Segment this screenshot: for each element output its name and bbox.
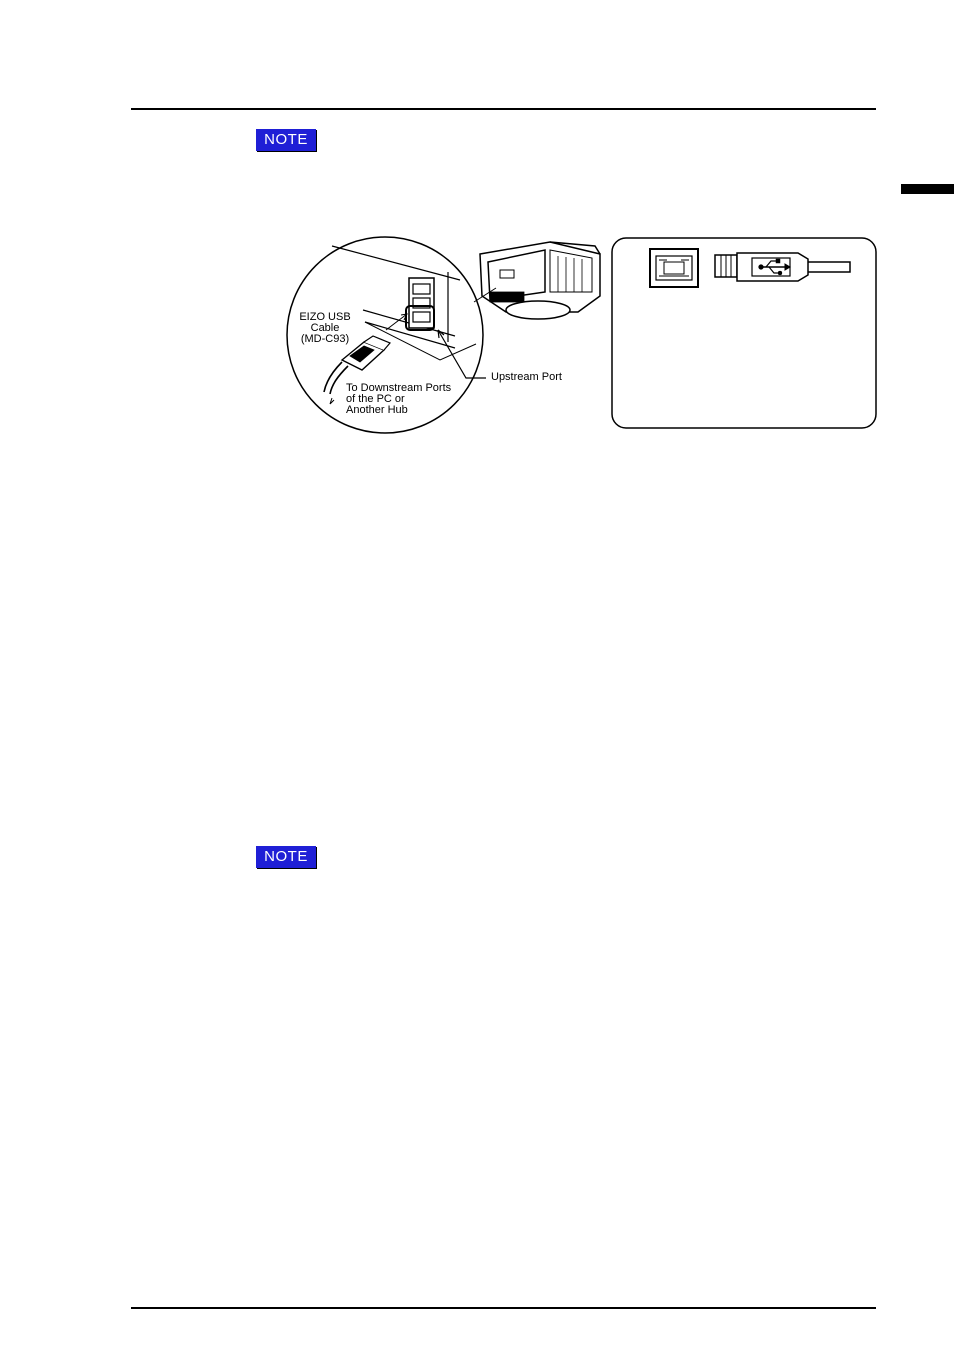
usb-connection-figure: EIZO USB Cable (MD-C93) To Downstream Po… [260,232,880,437]
cable-label: EIZO USB Cable (MD-C93) [293,312,357,345]
cable-label-line: Cable [310,322,340,334]
note-badge: NOTE [256,846,316,868]
magnified-view [286,236,484,434]
downstream-label-line: To Downstream Ports [346,382,452,394]
usb-connection-illustration [286,236,877,434]
downstream-label-line: Another Hub [346,404,408,416]
footer-rule [131,1307,876,1309]
upstream-port-label: Upstream Port [491,371,562,383]
cable-label-line: EIZO USB [299,311,351,323]
header-rule [131,108,876,110]
chapter-tab-marker [901,184,954,194]
cable-label-line: (MD-C93) [300,333,350,345]
note-badge: NOTE [256,129,316,151]
monitor-illustration [473,241,601,320]
connector-inset [611,237,877,429]
downstream-label: To Downstream Ports of the PC or Another… [346,383,451,416]
upstream-callout-line [437,329,486,379]
downstream-label-line: of the PC or [346,393,405,405]
